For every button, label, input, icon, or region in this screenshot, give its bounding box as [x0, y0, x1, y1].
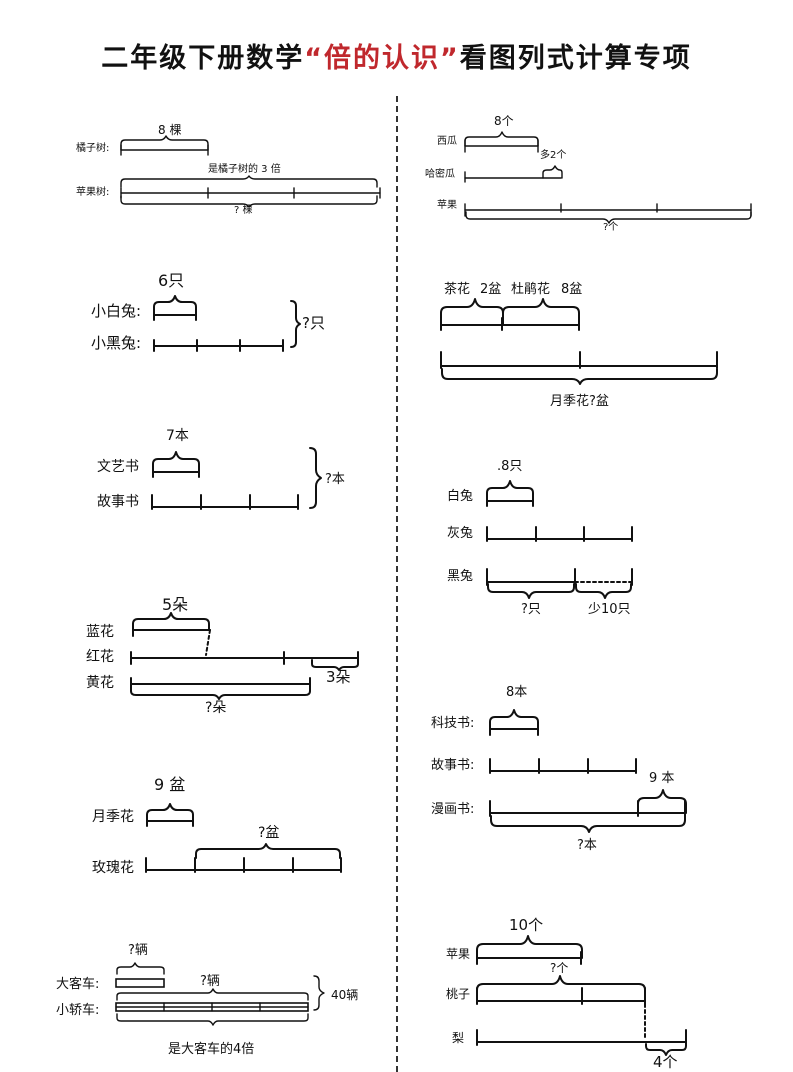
q3-b2-label: 少10只: [588, 602, 631, 617]
p4-row1-label: 蓝花: [86, 624, 114, 640]
q5-row3-label: 梨: [452, 1031, 465, 1045]
p2-right-label: ?只: [302, 314, 325, 332]
p2-row2-label: 小黑兔:: [91, 334, 142, 352]
q2-a-label: 茶花: [444, 282, 471, 297]
p1-mid-label: 是橘子树的 3 倍: [208, 164, 281, 175]
q2-lines: [440, 298, 718, 385]
p6-right-label: 40辆: [331, 988, 359, 1002]
q1-lines: [464, 131, 752, 224]
center-divider: [396, 96, 398, 1072]
q3-row2-label: 灰兔: [447, 526, 474, 541]
p5-mid-label: ?盆: [258, 825, 280, 841]
p1-row2-label: 苹果树:: [76, 187, 110, 198]
p6-row2-label: 小轿车:: [56, 1003, 100, 1018]
q4-row1-label: 科技书:: [431, 716, 475, 731]
title-main: 二年级下册数学: [101, 43, 305, 74]
problem3-lines: [151, 447, 322, 510]
p6-mid-label: ?辆: [200, 974, 220, 989]
q1-row3-label: 苹果: [437, 200, 457, 211]
q1-extra-label: 多2个: [540, 150, 567, 161]
q5-lines: [476, 935, 687, 1056]
p6-row1-label: 大客车:: [56, 977, 100, 992]
q2-a-value: 2盆: [480, 282, 502, 297]
q5-row1-label: 苹果: [446, 947, 471, 961]
title-highlight: “倍的认识”: [304, 43, 460, 74]
q4-bottom-label: ?本: [577, 838, 597, 853]
p4-top-label: 5朵: [162, 595, 189, 614]
q2-b-value: 8盆: [561, 282, 583, 297]
q5-row2-label: 桃子: [446, 987, 471, 1001]
problem4-lines: [130, 612, 359, 700]
p5-row1-label: 月季花: [92, 809, 134, 825]
q5-bottom-label: 4个: [653, 1053, 678, 1071]
p4-row3-label: 黄花: [86, 675, 114, 691]
problem1-lines: [120, 135, 381, 208]
p1-bottom-label: ? 棵: [234, 205, 253, 216]
problem5-lines: [145, 803, 342, 873]
q3-b1-label: ?只: [521, 602, 541, 617]
p4-row2-label: 红花: [86, 649, 114, 665]
p3-row1-label: 文艺书: [97, 459, 139, 475]
p1-row1-label: 橘子树:: [76, 143, 110, 154]
p5-row2-label: 玫瑰花: [92, 860, 134, 876]
problem6-lines: [115, 962, 325, 1026]
q3-row3-label: 黑兔: [447, 569, 474, 584]
q3-top-label: .8只: [497, 459, 523, 474]
q4-row2-label: 故事书:: [431, 758, 475, 773]
p2-row1-label: 小白兔:: [91, 302, 142, 320]
p3-top-label: 7本: [166, 428, 189, 444]
q3-row1-label: 白兔: [447, 489, 474, 504]
q2-b-label: 杜鹃花: [511, 282, 551, 297]
q5-top-label: 10个: [509, 916, 544, 934]
p4-bottom-label: ?朵: [205, 700, 227, 716]
page-title: 二年级下册数学“倍的认识”看图列式计算专项: [0, 36, 793, 75]
p5-top-label: 9 盆: [154, 775, 186, 794]
p3-right-label: ?本: [325, 472, 345, 487]
q5-mid-label: ?个: [550, 961, 569, 975]
q3-lines: [486, 480, 633, 599]
p3-row2-label: 故事书: [97, 494, 139, 510]
q1-top-label: 8个: [494, 114, 514, 128]
q1-row1-label: 西瓜: [437, 136, 457, 147]
q4-top-label: 8本: [506, 685, 528, 700]
p6-top-label: ?辆: [128, 943, 148, 958]
q1-bottom-label: ?个: [603, 222, 619, 233]
p1-top-label: 8 棵: [158, 123, 182, 137]
p2-top-label: 6只: [158, 271, 185, 290]
q4-lines: [489, 709, 687, 833]
p6-bottom-label: 是大客车的4倍: [168, 1042, 255, 1057]
p4-extra-label: 3朵: [326, 668, 351, 686]
title-rest: 看图列式计算专项: [459, 43, 692, 74]
q1-row2-label: 哈密瓜: [425, 169, 455, 180]
q2-bottom-label: 月季花?盆: [550, 394, 609, 409]
problem2-lines: [153, 295, 301, 352]
q4-row3-label: 漫画书:: [431, 802, 475, 817]
q4-extra-label: 9 本: [649, 771, 675, 786]
